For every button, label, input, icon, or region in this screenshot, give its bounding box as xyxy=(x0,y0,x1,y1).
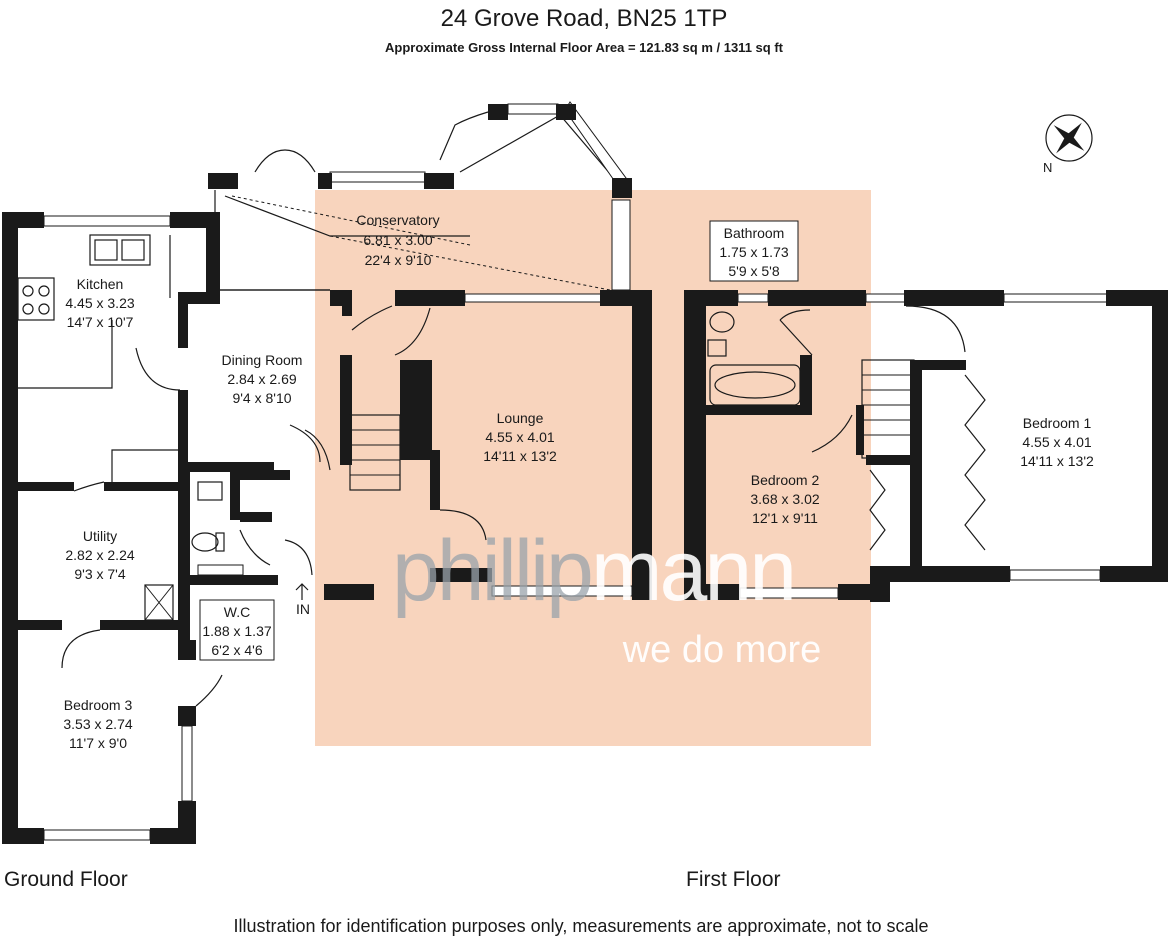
first-floor-label: First Floor xyxy=(686,868,781,891)
room-name: Bedroom 1 xyxy=(1023,415,1092,431)
room-metric: 1.75 x 1.73 xyxy=(719,244,788,260)
room-imperial: 9'3 x 7'4 xyxy=(74,566,125,582)
room-metric: 2.84 x 2.69 xyxy=(227,371,296,387)
room-metric: 3.68 x 3.02 xyxy=(750,491,819,507)
room-bedroom-1: Bedroom 1 4.55 x 4.01 14'11 x 13'2 xyxy=(1020,415,1094,469)
compass-icon xyxy=(1045,114,1093,162)
room-bathroom: Bathroom 1.75 x 1.73 5'9 x 5'8 xyxy=(709,220,799,282)
room-imperial: 14'7 x 10'7 xyxy=(67,314,134,330)
room-name: Bedroom 3 xyxy=(64,697,133,713)
room-metric: 1.88 x 1.37 xyxy=(202,623,271,639)
room-bedroom-2: Bedroom 2 3.68 x 3.02 12'1 x 9'11 xyxy=(750,472,819,526)
room-name: Conservatory xyxy=(356,212,439,228)
room-metric: 4.55 x 4.01 xyxy=(485,429,554,445)
room-imperial: 6'2 x 4'6 xyxy=(211,642,262,658)
room-imperial: 9'4 x 8'10 xyxy=(232,390,291,406)
room-name: Utility xyxy=(83,528,117,544)
page-title: 24 Grove Road, BN25 1TP xyxy=(441,5,728,32)
room-imperial: 5'9 x 5'8 xyxy=(728,263,779,279)
room-lounge: Lounge 4.55 x 4.01 14'11 x 13'2 xyxy=(483,410,557,464)
entrance-marker: IN xyxy=(295,583,310,617)
first-floor-plan xyxy=(684,290,1168,602)
room-dining: Dining Room 2.84 x 2.69 9'4 x 8'10 xyxy=(222,352,303,406)
room-metric: 4.55 x 4.01 xyxy=(1022,434,1091,450)
watermark-tagline: we do more xyxy=(622,629,822,671)
watermark-brand-b: mann xyxy=(591,523,794,619)
room-kitchen: Kitchen 4.45 x 3.23 14'7 x 10'7 xyxy=(65,276,134,330)
ground-floor-plan xyxy=(2,101,652,844)
room-imperial: 11'7 x 9'0 xyxy=(69,735,127,751)
room-imperial: 22'4 x 9'10 xyxy=(365,252,432,268)
room-bedroom-3: Bedroom 3 3.53 x 2.74 11'7 x 9'0 xyxy=(63,697,132,751)
watermark-block xyxy=(315,190,871,746)
watermark-brand-a: phillip xyxy=(392,523,591,619)
room-name: Kitchen xyxy=(77,276,124,292)
ground-floor-label: Ground Floor xyxy=(4,868,128,891)
room-name: Bedroom 2 xyxy=(751,472,820,488)
room-metric: 4.45 x 3.23 xyxy=(65,295,134,311)
watermark-brand: phillipmann xyxy=(392,523,794,619)
room-imperial: 14'11 x 13'2 xyxy=(483,448,557,464)
room-name: Bathroom xyxy=(724,225,785,241)
arrow-up-icon xyxy=(295,583,309,600)
room-conservatory: Conservatory 6.81 x 3.00 22'4 x 9'10 xyxy=(356,212,439,268)
room-imperial: 12'1 x 9'11 xyxy=(752,510,818,526)
room-metric: 3.53 x 2.74 xyxy=(63,716,132,732)
room-metric: 2.82 x 2.24 xyxy=(65,547,134,563)
disclaimer: Illustration for identification purposes… xyxy=(233,916,928,936)
room-name: Lounge xyxy=(497,410,544,426)
room-name: W.C xyxy=(224,604,250,620)
room-utility: Utility 2.82 x 2.24 9'3 x 7'4 xyxy=(65,528,134,582)
entrance-label: IN xyxy=(296,601,310,617)
room-imperial: 14'11 x 13'2 xyxy=(1020,453,1094,469)
room-metric: 6.81 x 3.00 xyxy=(363,232,432,248)
page-subtitle: Approximate Gross Internal Floor Area = … xyxy=(385,40,784,55)
room-wc: W.C 1.88 x 1.37 6'2 x 4'6 xyxy=(199,599,275,661)
room-name: Dining Room xyxy=(222,352,303,368)
compass-north-label: N xyxy=(1043,160,1052,175)
